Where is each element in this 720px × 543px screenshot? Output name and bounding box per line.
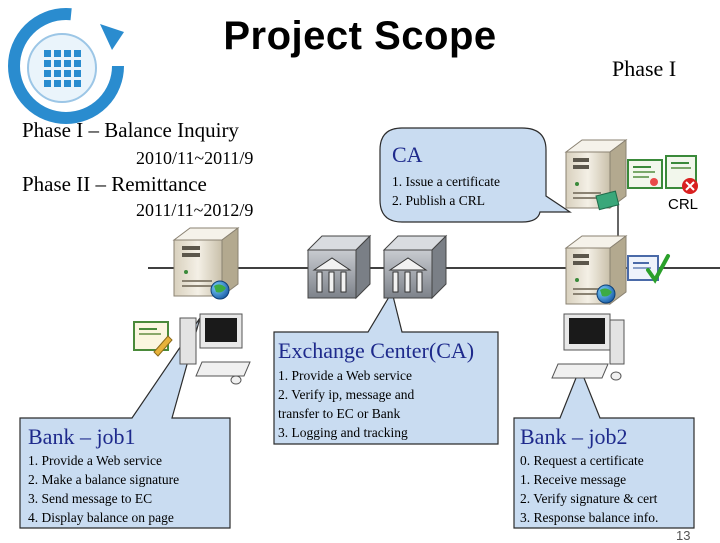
list-item: 2. Make a balance signature	[28, 472, 180, 487]
desktop-computer-icon	[179, 313, 251, 385]
phase-1-dates: 2010/11~2011/9	[136, 148, 254, 168]
server-icon	[564, 139, 628, 209]
phase-1-label: Phase I – Balance Inquiry	[22, 118, 239, 142]
building-icon	[382, 234, 448, 300]
logo-icon	[8, 8, 124, 124]
server-icon	[172, 227, 240, 297]
list-item: 0. Request a certificate	[520, 453, 644, 468]
ca-list: 1. Issue a certificate 2. Publish a CRL	[392, 172, 500, 210]
list-item: 3. Send message to EC	[28, 491, 153, 506]
certificate-icon	[133, 321, 173, 357]
globe-icon	[596, 284, 616, 304]
certificate-icon	[627, 159, 663, 189]
list-item: 1. Receive message	[520, 472, 627, 487]
list-item: 1. Issue a certificate	[392, 174, 500, 189]
checkmark-icon	[646, 254, 670, 284]
phase-tag: Phase I	[612, 56, 677, 81]
list-item: 2. Verify signature & cert	[520, 491, 658, 506]
list-item: 1. Provide a Web service	[28, 453, 162, 468]
desktop-computer-icon	[551, 313, 625, 381]
page-title: Project Scope	[223, 14, 497, 58]
job2-title: Bank – job2	[520, 424, 628, 449]
server-icon	[564, 235, 628, 305]
exchange-title: Exchange Center(CA)	[278, 338, 475, 363]
list-item: 3. Logging and tracking	[278, 425, 408, 440]
list-item: 3. Response balance info.	[520, 510, 659, 525]
job1-callout-shape	[19, 317, 231, 529]
job2-callout-shape	[513, 366, 695, 529]
list-item: 4. Display balance on page	[28, 510, 174, 525]
globe-icon	[210, 280, 230, 300]
revoked-x-icon	[682, 178, 698, 194]
list-item: 1. Provide a Web service	[278, 368, 412, 383]
ca-title: CA	[392, 142, 423, 167]
building-icon	[306, 234, 372, 300]
certificate-icon	[595, 190, 620, 211]
job1-title: Bank – job1	[28, 424, 136, 449]
exchange-list: 1. Provide a Web service 2. Verify ip, m…	[278, 366, 414, 442]
phase-2-dates: 2011/11~2012/9	[136, 200, 254, 220]
exchange-callout-shape	[273, 290, 499, 445]
list-item: 2. Publish a CRL	[392, 193, 486, 208]
page-number: 13	[676, 528, 691, 543]
list-item: 2. Verify ip, message and	[278, 387, 415, 402]
job2-list: 0. Request a certificate 1. Receive mess…	[520, 451, 658, 527]
list-item: transfer to EC or Bank	[278, 406, 401, 421]
crl-label: CRL	[668, 196, 699, 213]
job1-list: 1. Provide a Web service 2. Make a balan…	[28, 451, 179, 527]
ca-callout-shape	[379, 127, 572, 223]
phase-2-label: Phase II – Remittance	[22, 172, 207, 196]
